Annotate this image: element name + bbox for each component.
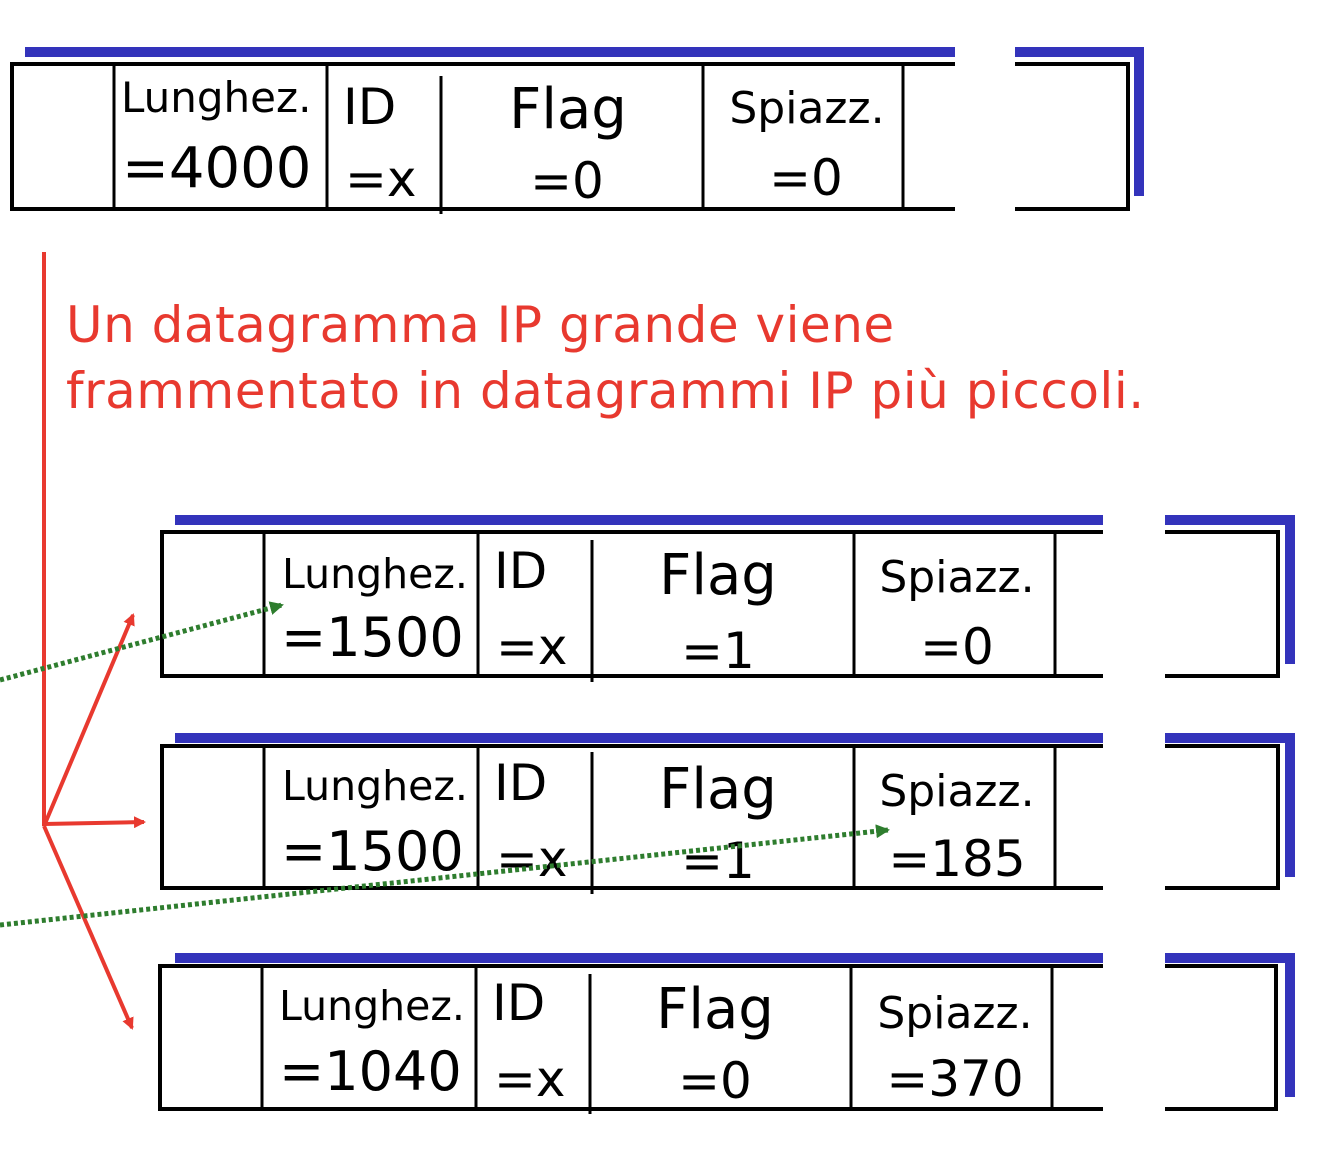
fragment-box-left bbox=[158, 964, 1103, 1111]
flag-label: Flag bbox=[656, 977, 774, 1042]
offset-value: =185 bbox=[888, 830, 1025, 888]
original-datagram: Lunghez. =4000 ID =x Flag =0 Spiazz. =0 bbox=[10, 47, 1144, 214]
id-value: =x bbox=[496, 618, 567, 676]
original-box-left bbox=[10, 62, 955, 211]
length-label: Lunghez. bbox=[282, 762, 468, 810]
length-value: =1500 bbox=[281, 820, 464, 883]
fragment-2: Lunghez. =1500 ID =x Flag =1 Spiazz. =18… bbox=[160, 733, 1295, 894]
caption-line-1: Un datagramma IP grande viene bbox=[66, 296, 895, 354]
id-value: =x bbox=[494, 1050, 565, 1108]
fragment-shadow-right bbox=[1165, 953, 1295, 1097]
fragment-box-right bbox=[1165, 744, 1280, 890]
fragment-shadow-right bbox=[1165, 733, 1295, 877]
fragment-shadow-left bbox=[175, 733, 1103, 743]
offset-label: Spiazz. bbox=[877, 988, 1032, 1039]
fragment-3: Lunghez. =1040 ID =x Flag =0 Spiazz. =37… bbox=[158, 953, 1295, 1114]
id-label: ID bbox=[494, 542, 547, 600]
flag-value: =0 bbox=[530, 152, 604, 210]
id-label: ID bbox=[494, 754, 547, 812]
length-label: Lunghez. bbox=[121, 73, 311, 122]
diagram-caption: Un datagramma IP grande viene frammentat… bbox=[66, 292, 1306, 424]
fragment-shadow-right bbox=[1165, 515, 1295, 664]
flag-label: Flag bbox=[509, 77, 627, 142]
id-value: =x bbox=[496, 830, 567, 888]
offset-value: =370 bbox=[886, 1050, 1023, 1108]
offset-label: Spiazz. bbox=[879, 766, 1034, 817]
length-value: =1040 bbox=[279, 1040, 462, 1103]
offset-value: =0 bbox=[769, 149, 843, 207]
length-value: =4000 bbox=[122, 136, 311, 201]
offset-label: Spiazz. bbox=[879, 552, 1034, 603]
offset-label: Spiazz. bbox=[729, 83, 884, 134]
dotted-arrows bbox=[0, 601, 890, 928]
original-shadow-right bbox=[1015, 47, 1144, 196]
flag-value: =1 bbox=[681, 832, 755, 890]
original-shadow-left bbox=[25, 47, 955, 57]
fragmentation-arrows bbox=[42, 252, 146, 1030]
fragment-shadow-left bbox=[175, 515, 1103, 525]
flag-value: =1 bbox=[681, 622, 755, 680]
arrow-to-fragment-2 bbox=[43, 816, 146, 829]
fragment-box-right bbox=[1165, 530, 1280, 678]
dotted-arrow-to-offset bbox=[0, 824, 890, 928]
length-label: Lunghez. bbox=[279, 982, 465, 1030]
arrow-to-fragment-1 bbox=[42, 613, 135, 827]
original-box-right bbox=[1015, 62, 1130, 211]
length-value: =1500 bbox=[281, 606, 464, 669]
fragment-box-left bbox=[160, 530, 1103, 678]
flag-label: Flag bbox=[659, 543, 777, 608]
caption-line-2: frammentato in datagrammi IP più piccoli… bbox=[66, 362, 1145, 420]
length-label: Lunghez. bbox=[282, 550, 468, 598]
fragment-1: Lunghez. =1500 ID =x Flag =1 Spiazz. =0 bbox=[160, 515, 1295, 682]
fragment-box-right bbox=[1165, 964, 1278, 1111]
flag-value: =0 bbox=[678, 1052, 752, 1110]
offset-value: =0 bbox=[920, 618, 994, 676]
arrow-to-fragment-3 bbox=[42, 825, 134, 1030]
fragment-box-left bbox=[160, 744, 1103, 890]
flag-label: Flag bbox=[659, 757, 777, 822]
id-label: ID bbox=[492, 974, 545, 1032]
id-value: =x bbox=[345, 150, 416, 208]
fragment-shadow-left bbox=[175, 953, 1103, 963]
id-label: ID bbox=[343, 78, 396, 136]
